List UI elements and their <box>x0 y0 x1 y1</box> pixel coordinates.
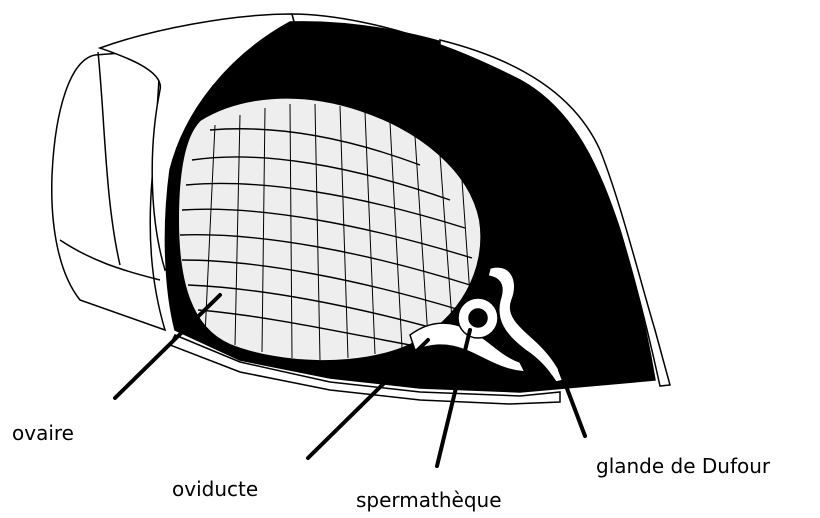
label-glande-dufour: glande de Dufour <box>596 456 770 476</box>
label-ovaire: ovaire <box>12 423 74 443</box>
label-spermatheque: spermathèque <box>356 490 502 510</box>
label-oviducte: oviducte <box>172 479 258 499</box>
